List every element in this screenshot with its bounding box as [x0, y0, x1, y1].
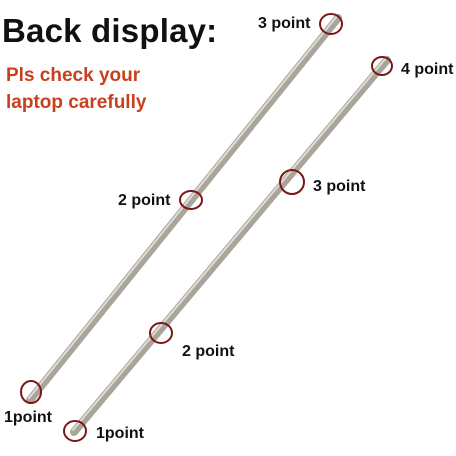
left-bar-point-3-label: 3 point [258, 15, 311, 32]
right-bar-point-1-marker [63, 420, 87, 442]
left-bar-point-3-marker [319, 13, 343, 35]
left-bar-point-1-label: 1point [4, 409, 52, 426]
right-bar-point-2-marker [149, 322, 173, 344]
right-bar-highlight [72, 57, 387, 431]
caution-note-line-2: laptop carefully [6, 92, 147, 113]
right-bar-point-1-label: 1point [96, 425, 144, 442]
page-title: Back display: [2, 12, 218, 49]
right-bar-point-2-label: 2 point [182, 343, 235, 360]
right-bar-point-3-label: 3 point [313, 178, 366, 195]
right-bar-point-4-label: 4 point [401, 61, 454, 78]
caution-note-line-1: Pls check your [6, 65, 141, 86]
right-bar-point-3-marker [279, 169, 305, 195]
left-bar-point-1-marker [20, 380, 42, 404]
caution-note: Pls check your laptop carefully [6, 62, 146, 116]
left-bar-point-2-label: 2 point [118, 192, 171, 209]
left-bar-body [26, 14, 342, 404]
right-bar-point-4-marker [371, 56, 393, 76]
left-bar-point-2-marker [179, 190, 203, 210]
right-bracket-bar [70, 56, 391, 436]
right-bar-body [70, 56, 391, 436]
